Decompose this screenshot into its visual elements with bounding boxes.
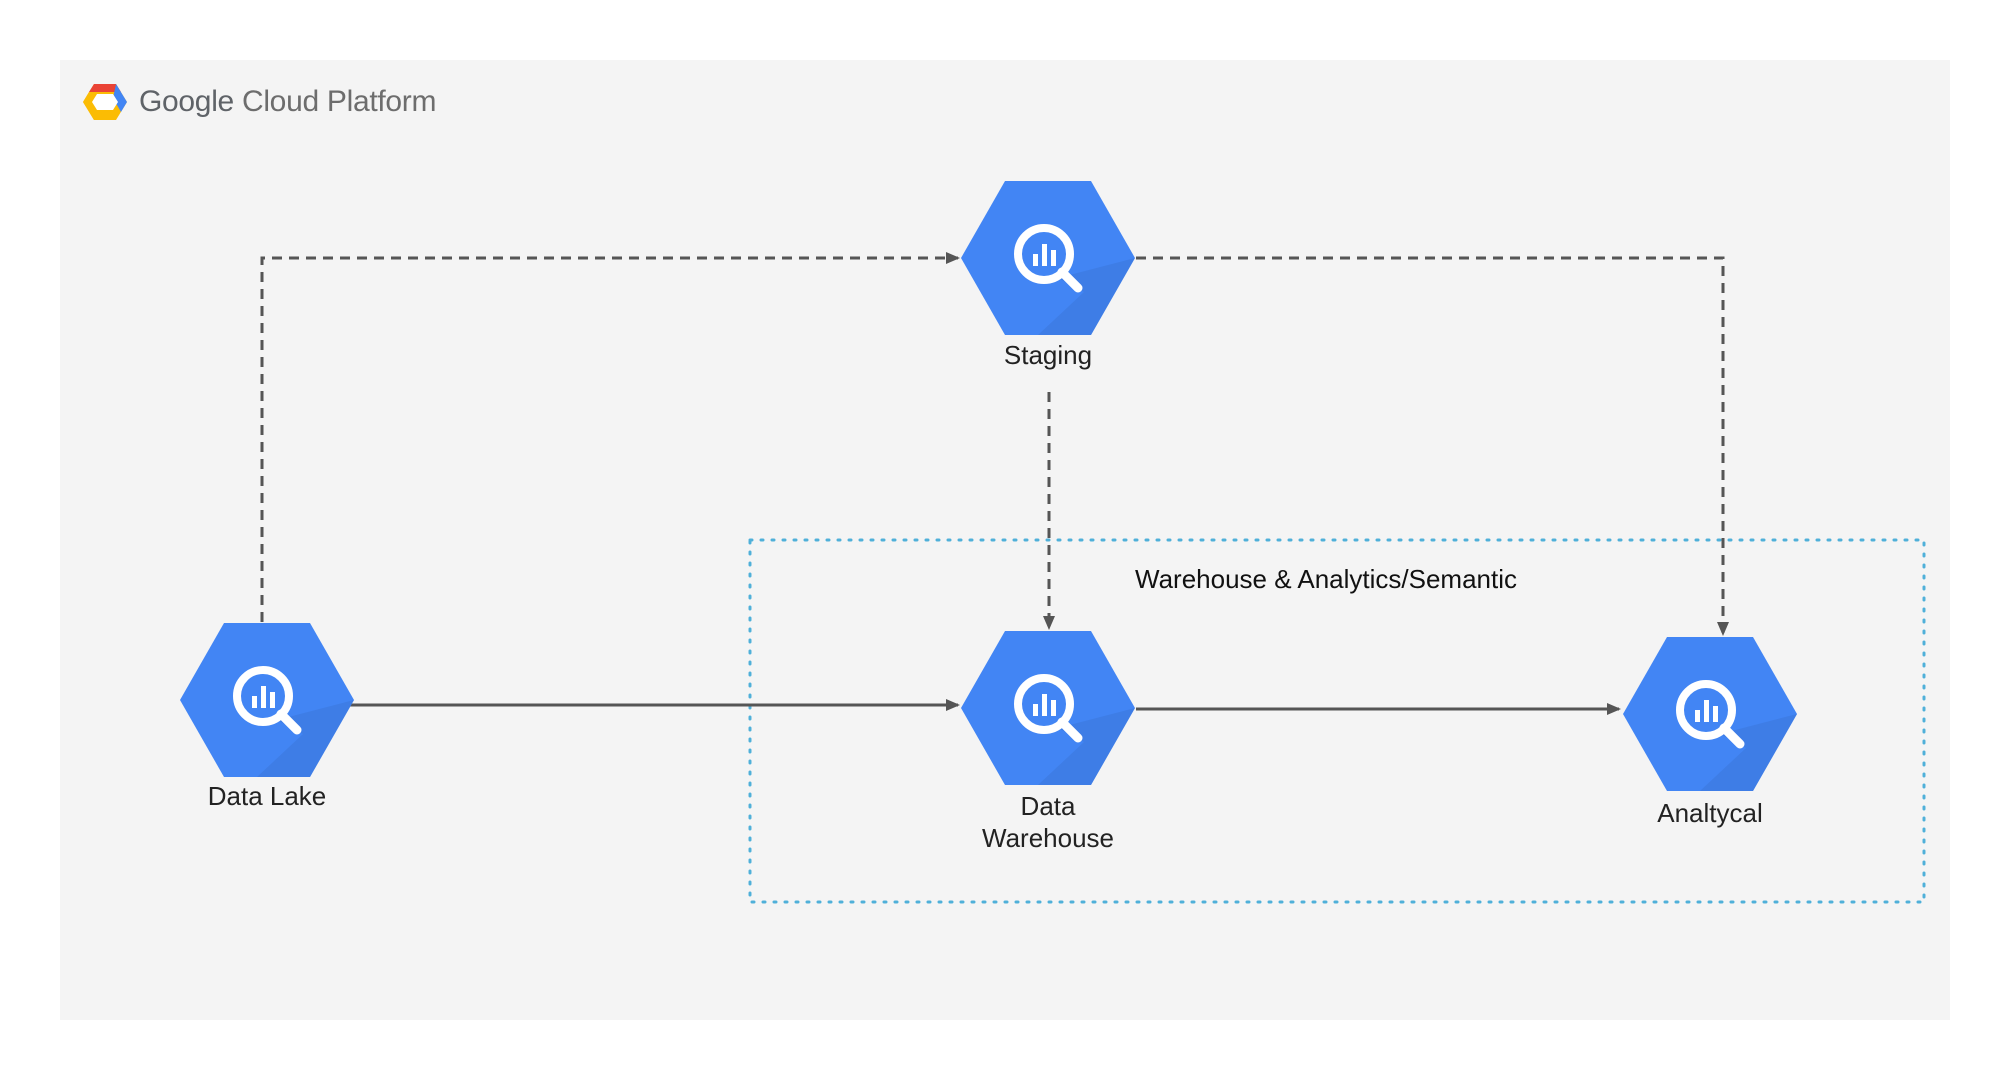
- node-data-lake[interactable]: [180, 623, 354, 777]
- group-label: Warehouse & Analytics/Semantic: [1135, 564, 1517, 594]
- gcp-brand: Google Cloud Platform: [83, 82, 436, 122]
- edge-staging-to-analytical: [1136, 256, 1729, 636]
- gcp-logo-icon: [83, 84, 127, 120]
- gcp-brand-text: Google Cloud Platform: [139, 85, 436, 119]
- node-label-data-lake: Data Lake: [207, 781, 327, 811]
- node-label-staging: Staging: [1003, 340, 1093, 370]
- node-label-analytical: Analtycal: [1657, 798, 1763, 828]
- node-label-data-warehouse-line1: Data: [1020, 791, 1076, 821]
- node-label-data-warehouse-line2: Warehouse: [982, 823, 1114, 853]
- brand-product-text: Cloud Platform: [241, 85, 437, 118]
- node-analytical[interactable]: [1623, 637, 1797, 791]
- edge-datalake-to-staging: [260, 252, 960, 622]
- node-data-warehouse[interactable]: [961, 631, 1135, 785]
- node-staging[interactable]: [961, 181, 1135, 335]
- group-boundary: [748, 538, 1926, 904]
- brand-google-text: Google: [139, 85, 234, 118]
